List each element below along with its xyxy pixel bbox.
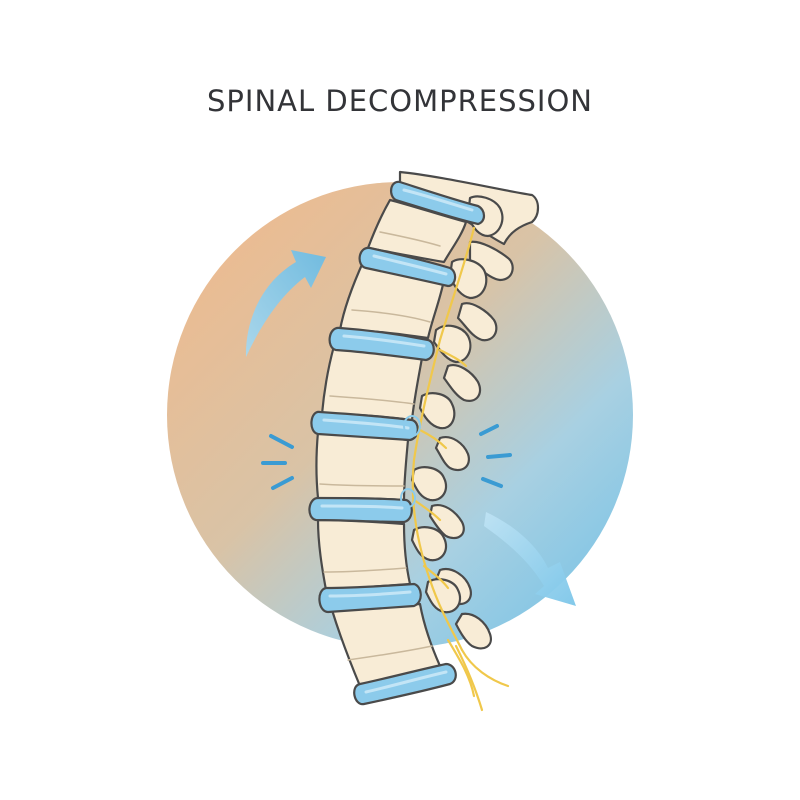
motion-lines-left-icon [261, 434, 294, 490]
disc-4 [310, 410, 419, 442]
curved-up-arrow-icon [245, 250, 326, 357]
disc-highlights [320, 188, 474, 694]
curved-down-arrow-icon [484, 512, 576, 606]
bone-shading [319, 231, 441, 661]
disc-5 [308, 496, 413, 524]
disc-6 [318, 582, 422, 614]
vertebra-4 [315, 430, 410, 502]
page-title: SPINAL DECOMPRESSION [207, 84, 593, 118]
disc-7 [353, 662, 457, 706]
spinous-processes [428, 240, 514, 650]
spinal-nerve [411, 226, 510, 712]
vertebra-5 [316, 518, 412, 592]
motion-lines-right-icon [479, 424, 512, 488]
spine [308, 170, 540, 712]
nerve-rings [400, 415, 421, 508]
